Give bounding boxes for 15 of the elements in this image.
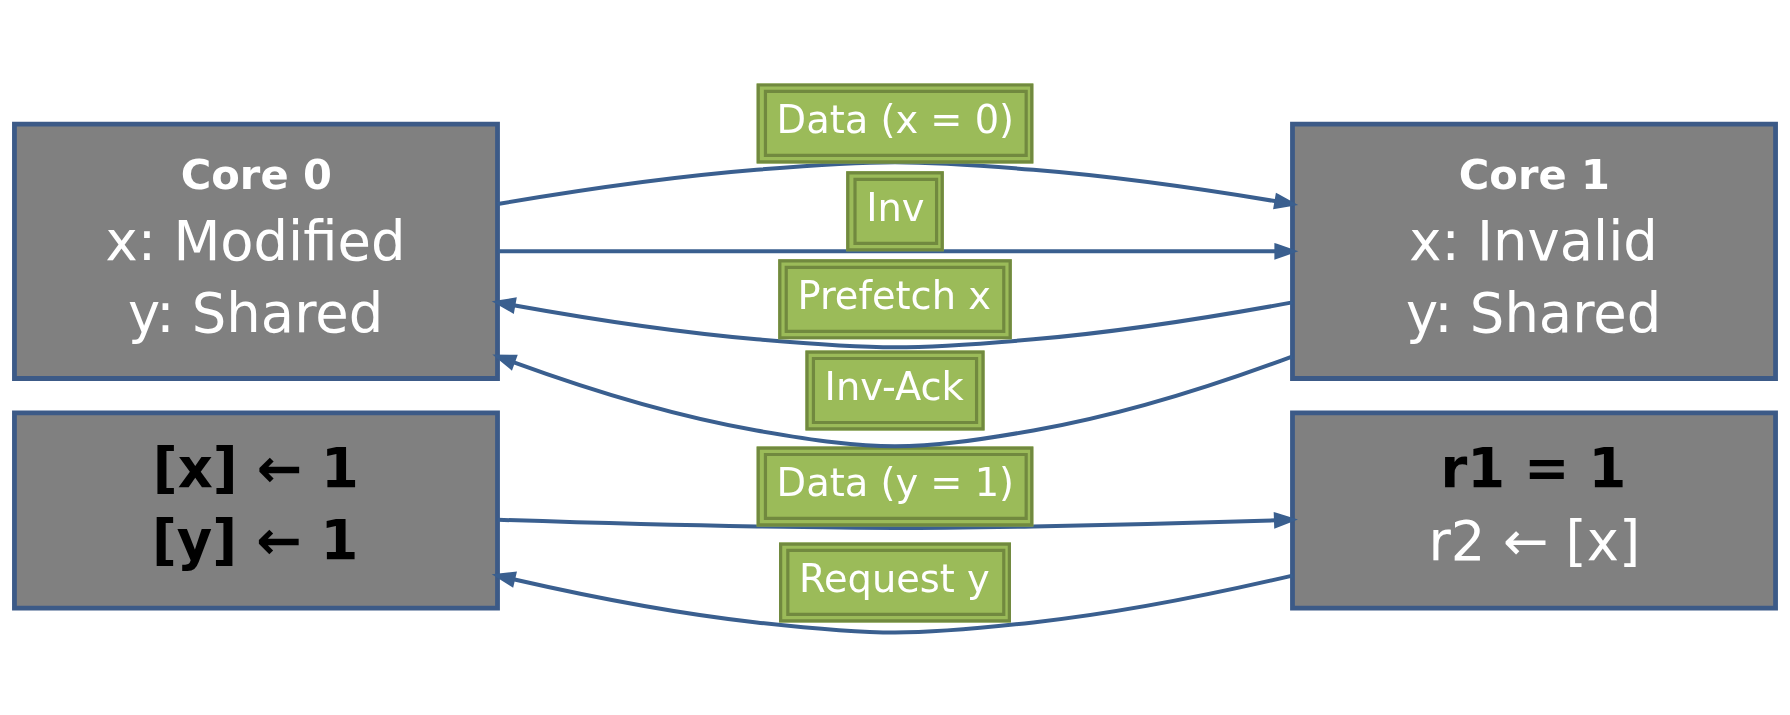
edge-label: Request y xyxy=(799,555,990,601)
edge-label: Data (y = 1) xyxy=(776,459,1015,505)
node-box: [x] ← 1 [y] ← 1 xyxy=(12,410,500,610)
node-box: Core 0 x: Modified y: Shared xyxy=(12,121,500,381)
node-box: r1 = 1 r2 ← [x] xyxy=(1290,410,1778,610)
arrow xyxy=(491,296,1293,349)
arrow xyxy=(498,242,1299,260)
edge-label: Prefetch x xyxy=(797,272,991,318)
arrow xyxy=(498,511,1298,530)
node-box: Core 1 x: Invalid y: Shared xyxy=(1290,121,1778,381)
edge-label: Data (x = 0) xyxy=(776,96,1015,142)
arrow xyxy=(492,353,1293,448)
edge-label: Inv-Ack xyxy=(824,363,964,409)
arrow xyxy=(491,570,1293,635)
edge-label: Inv xyxy=(866,184,925,230)
